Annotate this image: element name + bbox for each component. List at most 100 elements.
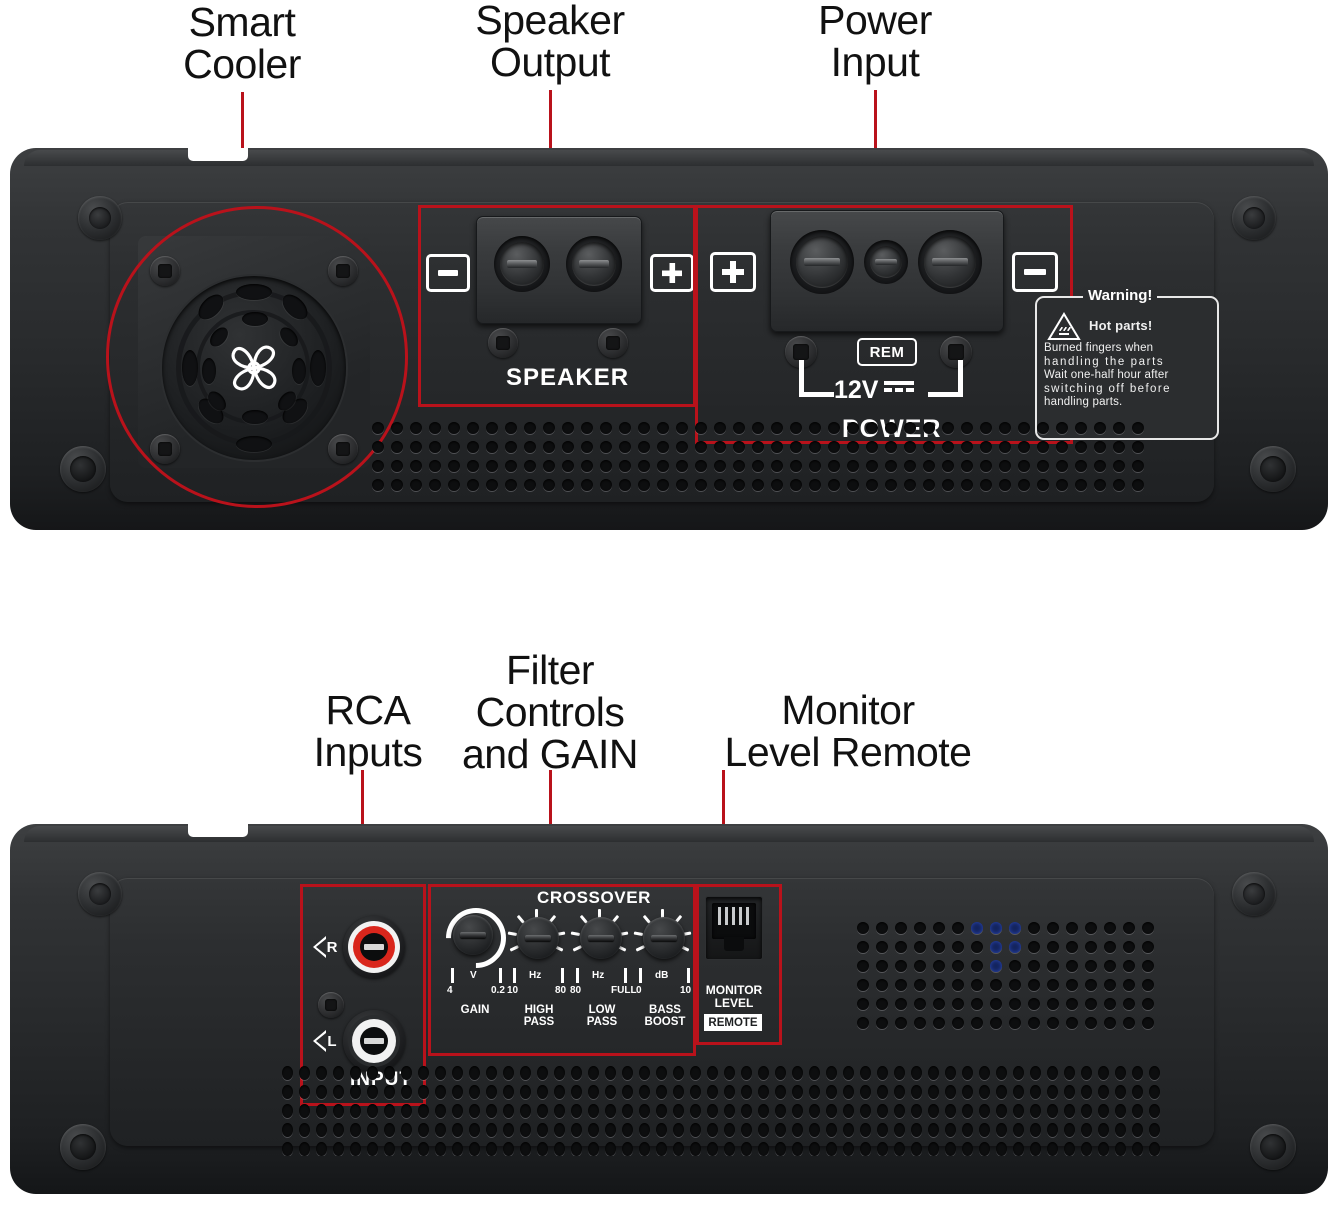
speaker-terminal-bolt-1[interactable]	[500, 242, 544, 286]
vent-hole	[945, 1085, 956, 1099]
power-terminal-bolt-negative[interactable]	[924, 236, 976, 288]
annotation-circle-smart-cooler	[106, 206, 408, 508]
power-terminal-bolt-remote[interactable]	[870, 246, 902, 278]
vent-hole	[860, 1104, 871, 1118]
vent-hole	[847, 479, 859, 491]
vent-hole	[418, 1085, 429, 1099]
vent-hole	[866, 441, 878, 453]
monitor-level-remote-jack[interactable]	[705, 896, 763, 960]
vent-hole	[543, 441, 555, 453]
vent-hole	[961, 441, 973, 453]
vent-hole	[1009, 1017, 1021, 1029]
chassis-top-lip	[24, 150, 1314, 166]
callout-line: Cooler	[183, 40, 301, 87]
vent-hole	[809, 1085, 820, 1099]
vent-hole	[1098, 1066, 1109, 1080]
vent-hole	[372, 441, 384, 453]
vent-hole	[448, 441, 460, 453]
vent-hole	[876, 979, 888, 991]
low-pass-knob[interactable]	[580, 917, 622, 959]
vent-hole	[980, 479, 992, 491]
vent-hole	[401, 1123, 412, 1137]
vent-hole	[1009, 960, 1021, 972]
vent-hole	[945, 1066, 956, 1080]
vent-hole	[792, 1104, 803, 1118]
vent-hole	[562, 479, 574, 491]
vent-hole	[1094, 441, 1106, 453]
vent-hole	[605, 1085, 616, 1099]
vent-hole	[350, 1085, 361, 1099]
rca-jack-right[interactable]	[343, 916, 405, 978]
vent-hole	[622, 1085, 633, 1099]
vent-hole	[435, 1104, 446, 1118]
vent-hole	[741, 1066, 752, 1080]
vent-hole	[282, 1142, 293, 1156]
rj-pin	[746, 907, 749, 925]
vent-hole	[690, 1123, 701, 1137]
vent-hole	[520, 1066, 531, 1080]
power-terminal-bolt-positive[interactable]	[796, 236, 848, 288]
bass-boost-knob[interactable]	[643, 917, 685, 959]
vent-hole	[1064, 1123, 1075, 1137]
vent-hole	[914, 960, 926, 972]
lp-scale-max-mark	[624, 968, 627, 983]
vent-hole	[895, 960, 907, 972]
vent-hole	[452, 1085, 463, 1099]
vent-hole	[1013, 1104, 1024, 1118]
vent-hole	[894, 1085, 905, 1099]
ventilation-grid-bottom-band	[280, 1064, 1160, 1156]
remote-boxed-text: REMOTE	[708, 1016, 758, 1029]
vent-hole	[1037, 479, 1049, 491]
vent-hole	[962, 1085, 973, 1099]
vent-hole	[714, 441, 726, 453]
vent-hole	[733, 441, 745, 453]
vent-hole	[282, 1123, 293, 1137]
callout-monitor-level-remote: Monitor Level Remote	[708, 689, 988, 774]
vent-hole	[1085, 922, 1097, 934]
vent-hole	[467, 460, 479, 472]
vent-hole	[581, 460, 593, 472]
vent-hole	[656, 1104, 667, 1118]
vent-hole	[410, 441, 422, 453]
vent-hole	[1064, 1142, 1075, 1156]
vent-hole	[914, 979, 926, 991]
high-pass-knob[interactable]	[517, 917, 559, 959]
vent-hole	[571, 1085, 582, 1099]
vent-hole	[952, 998, 964, 1010]
vent-hole	[860, 1085, 871, 1099]
vent-hole	[1132, 441, 1144, 453]
vent-hole	[543, 460, 555, 472]
rca-arrow-right	[313, 936, 326, 958]
vent-hole	[401, 1142, 412, 1156]
warning-body: Burned fingers when handling the parts W…	[1044, 342, 1212, 410]
callout-line: Smart	[188, 0, 296, 45]
vent-hole	[775, 1104, 786, 1118]
rca-channel-label-right: R	[326, 938, 338, 956]
vent-hole	[826, 1104, 837, 1118]
vent-hole	[690, 1104, 701, 1118]
callout-filter-controls: Filter Controls and GAIN	[440, 649, 660, 775]
vent-hole	[600, 479, 612, 491]
gain-knob[interactable]	[453, 915, 493, 955]
vent-hole	[1056, 479, 1068, 491]
vent-hole	[809, 460, 821, 472]
vent-hole	[554, 1066, 565, 1080]
vent-hole	[1104, 960, 1116, 972]
vent-hole	[1064, 1085, 1075, 1099]
vent-hole	[1149, 1142, 1160, 1156]
speaker-terminal-bolt-2[interactable]	[572, 242, 616, 286]
vent-hole	[724, 1085, 735, 1099]
vent-hole	[1115, 1104, 1126, 1118]
rca-jack-left[interactable]	[343, 1010, 405, 1072]
vent-hole	[758, 1123, 769, 1137]
power-bracket-left	[799, 360, 834, 397]
vent-hole	[350, 1104, 361, 1118]
vent-hole	[695, 479, 707, 491]
vent-hole	[469, 1142, 480, 1156]
vent-hole	[622, 1142, 633, 1156]
vent-hole	[452, 1142, 463, 1156]
vent-hole	[588, 1104, 599, 1118]
vent-hole	[790, 479, 802, 491]
vent-hole	[505, 422, 517, 434]
vent-hole	[707, 1123, 718, 1137]
